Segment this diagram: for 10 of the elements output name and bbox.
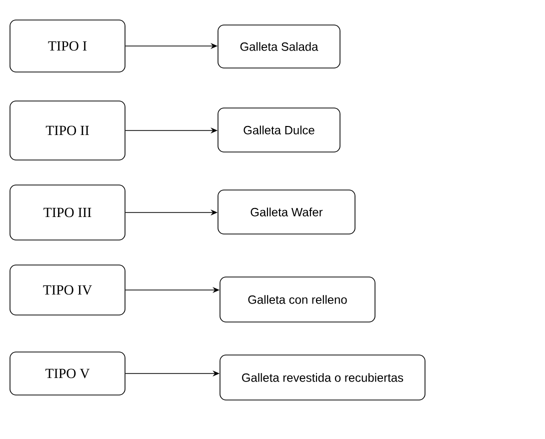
category-box: Galleta con relleno: [220, 276, 376, 322]
type-box: TIPO I: [10, 20, 126, 72]
category-box: Galleta revestida o recubiertas: [220, 354, 426, 400]
category-box: Galleta Dulce: [218, 108, 340, 152]
type-box: TIPO IV: [10, 264, 126, 316]
category-box: Galleta Salada: [218, 24, 340, 68]
type-box: TIPO III: [10, 184, 126, 240]
type-box: TIPO II: [10, 100, 126, 160]
category-box: Galleta Wafer: [218, 190, 356, 234]
type-box: TIPO V: [10, 352, 126, 396]
